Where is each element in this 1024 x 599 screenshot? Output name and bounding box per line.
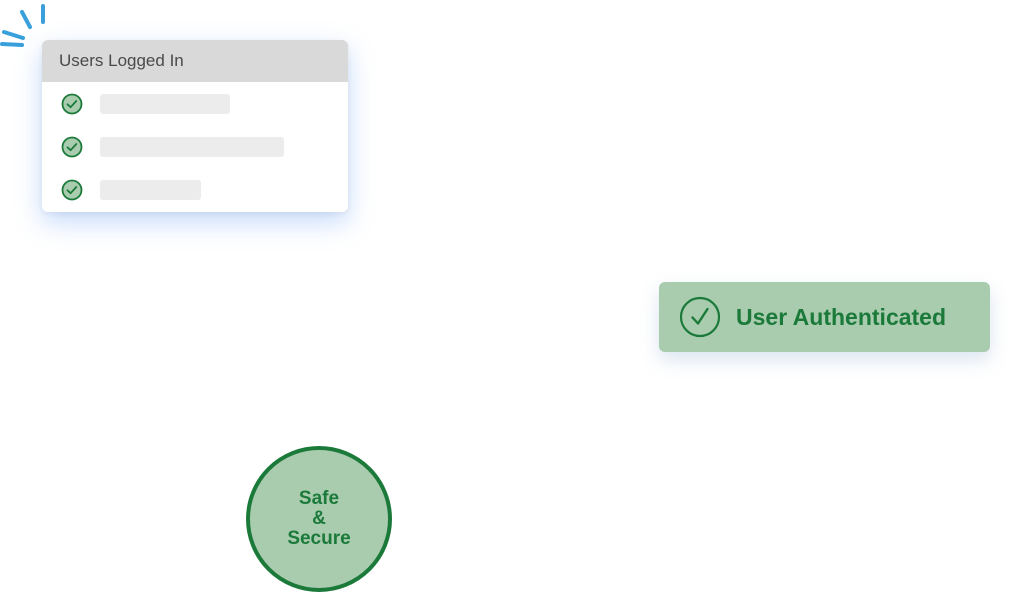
placeholder-bar: [100, 94, 230, 114]
card-title: Users Logged In: [59, 51, 184, 70]
check-circle-icon: [679, 296, 721, 338]
check-circle-icon: [61, 93, 83, 115]
seal-line-3: Secure: [287, 528, 351, 549]
user-authenticated-badge: User Authenticated: [659, 282, 990, 352]
placeholder-bar: [100, 137, 284, 157]
badge-label: User Authenticated: [736, 304, 947, 330]
sparkle-icon: [0, 4, 45, 47]
card-header: Users Logged In: [42, 40, 348, 82]
seal-line-1: Safe: [298, 488, 340, 509]
check-circle-icon: [61, 136, 83, 158]
list-item: [42, 135, 348, 159]
seal-line-2: &: [312, 508, 326, 529]
list-item: [42, 178, 348, 202]
check-circle-icon: [61, 179, 83, 201]
placeholder-bar: [100, 180, 201, 200]
safe-secure-seal: Safe & Secure: [246, 446, 392, 592]
list-item: [42, 92, 348, 116]
users-logged-in-card: Users Logged In: [42, 40, 348, 212]
